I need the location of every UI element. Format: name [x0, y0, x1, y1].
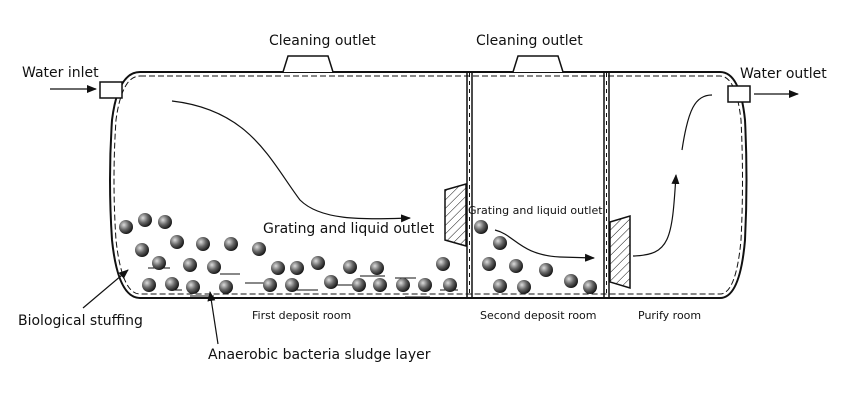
sludge-leader [207, 291, 219, 345]
stuffing-balls [119, 213, 597, 294]
cleaning-outlet-1-label: Cleaning outlet [269, 33, 376, 49]
grating-1 [444, 183, 467, 247]
biological-stuffing-label: Biological stuffing [18, 313, 143, 329]
tank-body [109, 71, 748, 299]
flow-arrow-first-room [171, 100, 411, 223]
grating-2 [609, 214, 631, 290]
grating-1-label: Grating and liquid outlet [263, 221, 435, 237]
flow-line-purify-top [681, 94, 713, 151]
flow-arrow-second-room [494, 229, 595, 262]
stuffing-leader [82, 269, 129, 309]
cleaning-outlet-2-cap [512, 55, 564, 73]
partition-wall-2 [603, 73, 610, 297]
partition-wall-1 [466, 73, 473, 297]
water-inlet-label: Water inlet [22, 65, 99, 81]
grating-2-label: Grating and liquid outlet [468, 204, 603, 217]
outlet-pipe [727, 85, 751, 103]
sludge-layer-label: Anaerobic bacteria sludge layer [208, 347, 431, 363]
room-2-label: Second deposit room [480, 309, 597, 322]
inlet-pipe [99, 81, 123, 99]
room-3-label: Purify room [638, 309, 701, 322]
room-1-label: First deposit room [252, 309, 351, 322]
cleaning-outlet-2-label: Cleaning outlet [476, 33, 583, 49]
cleaning-outlet-1-cap [282, 55, 334, 73]
flow-arrow-purify-room [632, 174, 680, 257]
water-outlet-label: Water outlet [740, 66, 827, 82]
